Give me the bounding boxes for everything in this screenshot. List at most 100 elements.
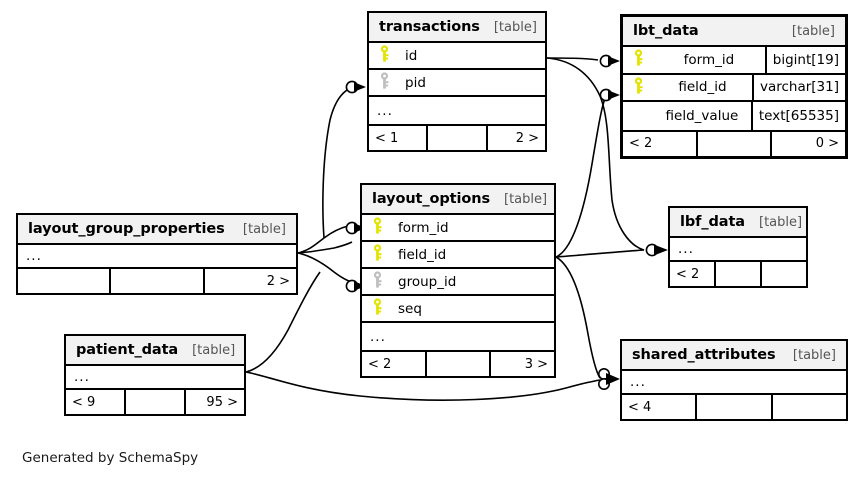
table-shared_attributes[interactable]: shared_attributes [table]... < 4 [620, 339, 848, 421]
footer-outgoing-count[interactable] [762, 262, 806, 286]
table-header-layout_options: layout_options[table] [362, 185, 554, 215]
footer-incoming-count[interactable]: < 1 [369, 126, 429, 150]
primary-key-icon [633, 77, 644, 98]
table-title: shared_attributes [632, 347, 776, 363]
footer-outgoing-count[interactable]: 95 > [206, 394, 238, 410]
generated-by-credit: Generated by SchemaSpy [22, 450, 199, 466]
column-name: ... [26, 248, 42, 264]
column-name: ... [370, 328, 386, 345]
table-row[interactable]: form_id bigint[19] [623, 47, 845, 75]
table-patient_data[interactable]: patient_data [table]... < 9 95 > [64, 334, 246, 416]
edge-lgp-to-transactions-pid [297, 225, 349, 254]
footer-middle [428, 126, 488, 150]
table-row[interactable]: ... [66, 366, 244, 388]
edge-lo-to-lbf [555, 249, 645, 258]
table-title: patient_data [76, 342, 179, 358]
foreign-key-icon [372, 271, 383, 292]
table-row[interactable]: ... [18, 245, 296, 267]
table-footer-lbf_data: < 2 [670, 260, 806, 286]
column-type: text[65535] [750, 102, 845, 130]
table-title: layout_group_properties [28, 221, 225, 237]
table-row[interactable]: ... [670, 238, 806, 260]
table-lbf_data[interactable]: lbf_data [table]... < 2 [668, 206, 808, 288]
column-name: seq [398, 300, 422, 317]
footer-outgoing-count[interactable]: 2 > [515, 130, 539, 146]
column-name: field_id [678, 79, 727, 96]
table-header-lbf_data: lbf_data [table] [670, 208, 806, 238]
footer-middle [697, 395, 773, 419]
footer-outgoing-count[interactable]: 0 > [815, 136, 840, 152]
table-row[interactable]: ... [369, 97, 545, 124]
table-kind-label: [table] [792, 347, 836, 363]
table-kind-label: [table] [759, 214, 803, 230]
column-name: form_id [398, 219, 449, 236]
table-row[interactable]: id [369, 43, 545, 70]
table-row[interactable]: pid [369, 70, 545, 97]
footer-outgoing-count[interactable]: 3 > [524, 356, 549, 372]
table-row[interactable]: field_value text[65535] [623, 102, 845, 130]
table-footer-shared_attributes: < 4 [622, 393, 846, 419]
table-title: lbf_data [680, 214, 745, 230]
footer-incoming-count[interactable]: < 2 [623, 131, 698, 156]
table-row[interactable]: ... [362, 323, 554, 350]
footer-middle [716, 262, 762, 286]
table-header-shared_attributes: shared_attributes [table] [622, 341, 846, 371]
table-footer-layout_options: < 2 3 > [362, 350, 554, 376]
footer-outgoing-count[interactable]: 2 > [266, 273, 290, 289]
edge-lgp-to-lo-groupid [297, 252, 353, 283]
table-footer-patient_data: < 9 95 > [66, 388, 244, 414]
column-type: bigint[19] [764, 47, 845, 73]
column-name: ... [678, 241, 694, 257]
table-transactions[interactable]: transactions[table] id pid... < 1 2 > [367, 11, 547, 152]
footer-middle [126, 390, 186, 414]
table-layout_group_properties[interactable]: layout_group_properties [table]... 2 > [16, 213, 298, 295]
column-name: field_id [398, 246, 447, 263]
primary-key-icon [372, 244, 383, 265]
table-header-lbt_data: lbt_data[table] [623, 17, 845, 47]
footer-incoming-count[interactable]: < 4 [622, 395, 698, 419]
column-name: ... [74, 369, 90, 385]
footer-incoming-count[interactable]: < 9 [66, 390, 126, 414]
table-columns-layout_group_properties: ... [18, 245, 296, 267]
table-row[interactable]: field_id [362, 242, 554, 269]
foreign-key-icon [379, 72, 390, 93]
primary-key-icon [372, 298, 383, 319]
column-name: ... [377, 102, 393, 119]
footer-incoming-count[interactable]: < 2 [670, 262, 716, 286]
primary-key-icon [372, 217, 383, 238]
edge-lgp-to-lo-formid [297, 241, 353, 254]
table-kind-label: [table] [504, 191, 548, 207]
table-header-layout_group_properties: layout_group_properties [table] [18, 215, 296, 245]
column-name: id [405, 47, 418, 64]
table-title: transactions [379, 19, 480, 35]
table-row[interactable]: seq [362, 296, 554, 323]
column-type: varchar[31] [751, 74, 845, 101]
table-row[interactable]: form_id [362, 215, 554, 242]
table-header-transactions: transactions[table] [369, 13, 545, 43]
table-row[interactable]: field_id varchar[31] [623, 74, 845, 103]
column-name: pid [405, 74, 426, 91]
table-footer-layout_group_properties: 2 > [18, 267, 296, 293]
table-row[interactable]: group_id [362, 269, 554, 296]
table-kind-label: [table] [791, 23, 835, 39]
table-kind-label: [table] [192, 342, 236, 358]
column-name: group_id [398, 273, 457, 290]
table-kind-label: [table] [242, 221, 286, 237]
footer-incoming-count[interactable]: < 2 [362, 352, 427, 376]
footer-middle [427, 352, 492, 376]
column-name: form_id [683, 51, 735, 68]
table-columns-shared_attributes: ... [622, 371, 846, 393]
column-name: field_value [665, 108, 739, 125]
column-name: ... [630, 374, 646, 390]
footer-outgoing-count[interactable] [773, 395, 846, 419]
table-columns-patient_data: ... [66, 366, 244, 388]
table-columns-lbf_data: ... [670, 238, 806, 260]
footer-middle [698, 131, 773, 156]
table-row[interactable]: ... [622, 371, 846, 393]
footer-incoming-count[interactable] [18, 269, 112, 293]
